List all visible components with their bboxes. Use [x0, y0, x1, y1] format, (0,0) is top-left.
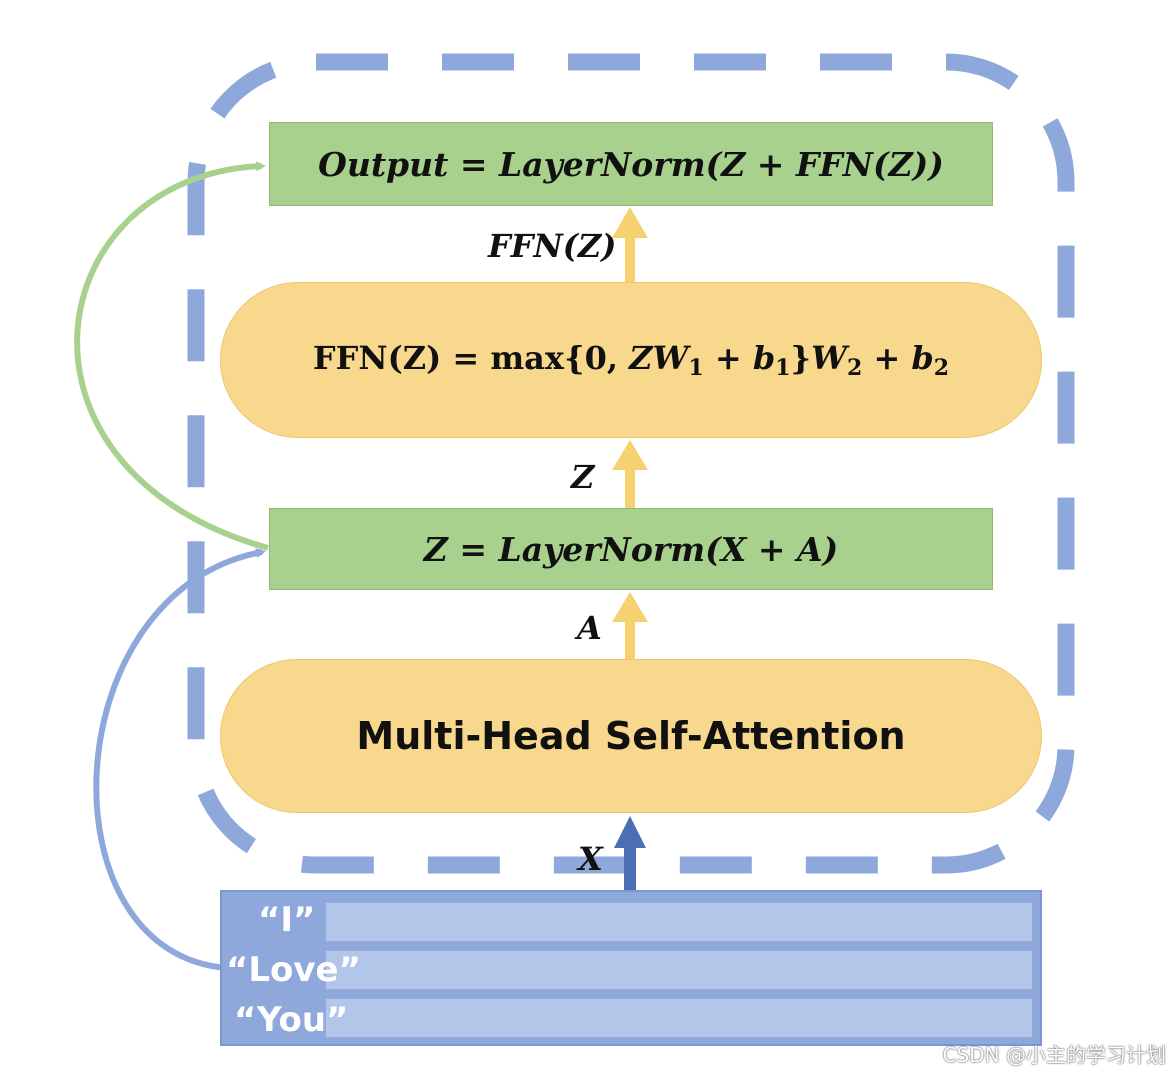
arrow-ffn-to-output	[612, 207, 648, 284]
ffn-formula-w: W	[811, 339, 848, 377]
ffn-formula-plus2: +	[862, 339, 912, 377]
ffn-formula: FFN(Z) = max{0, ZW1 + b1}W2 + b2	[313, 339, 949, 381]
ffn-formula-sub3: 2	[847, 355, 863, 381]
embedding-row-i	[325, 902, 1033, 942]
output-layernorm-box: Output = LayerNorm(Z + FFN(Z))	[269, 122, 993, 206]
z-formula: Z = LayerNorm(X + A)	[423, 529, 839, 569]
encoder-block-border	[187, 53, 1075, 874]
ffn-formula-b2: b	[911, 339, 934, 377]
arrow-attention-to-z	[612, 592, 648, 662]
ffn-formula-prefix: FFN(Z) = max{0,	[312, 339, 630, 377]
label-z: Z	[571, 458, 595, 496]
ffn-box: FFN(Z) = max{0, ZW1 + b1}W2 + b2	[220, 282, 1042, 438]
ffn-formula-zw: ZW	[629, 339, 689, 377]
ffn-formula-sub4: 2	[933, 355, 950, 381]
arrow-z-to-ffn	[612, 440, 648, 510]
output-formula: Output = LayerNorm(Z + FFN(Z))	[318, 144, 944, 184]
arrow-input-to-attention	[614, 816, 646, 892]
residual-green-arrow	[74, 161, 269, 551]
ffn-formula-plus1: +	[703, 339, 753, 377]
embedding-row-you	[325, 998, 1033, 1038]
input-embeddings-panel: “I” “Love” “You”	[220, 890, 1042, 1046]
ffn-formula-b1: b	[752, 339, 776, 377]
input-word-i: “I”	[258, 900, 316, 940]
z-layernorm-box: Z = LayerNorm(X + A)	[269, 508, 993, 590]
self-attention-label: Multi-Head Self-Attention	[356, 714, 906, 758]
residual-blue-arrow	[93, 548, 266, 971]
ffn-formula-sub2: 1	[775, 355, 791, 381]
label-x: X	[578, 840, 603, 878]
input-word-love: “Love”	[226, 950, 361, 990]
watermark: CSDN @小主的学习计划	[942, 1043, 1166, 1067]
label-a: A	[577, 609, 602, 647]
ffn-formula-sub1: 1	[688, 355, 704, 381]
ffn-formula-close: }	[790, 339, 812, 377]
input-word-you: “You”	[234, 1000, 349, 1040]
label-ffn-z: FFN(Z)	[488, 227, 617, 265]
embedding-row-love	[325, 950, 1033, 990]
self-attention-box: Multi-Head Self-Attention	[220, 659, 1042, 813]
